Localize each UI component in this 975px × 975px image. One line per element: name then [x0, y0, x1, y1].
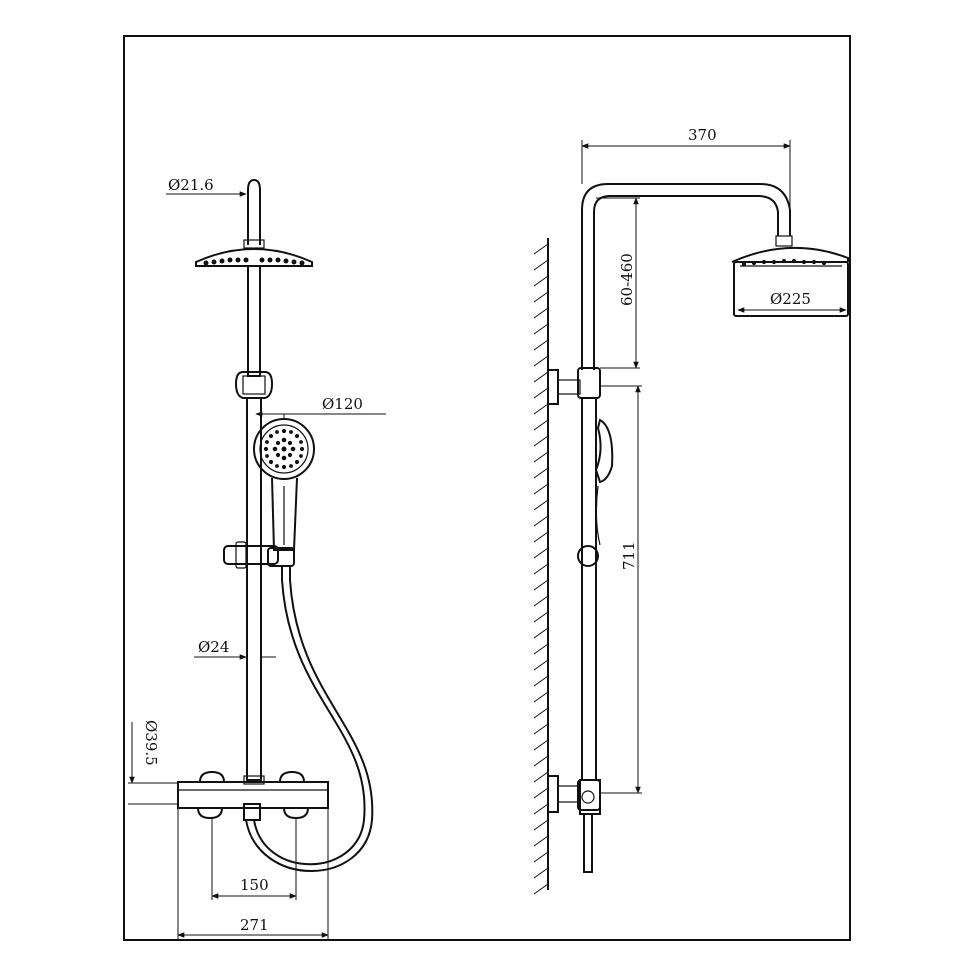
- hatch-line: [533, 675, 549, 687]
- dim-handshower-diameter: Ø120: [322, 395, 363, 413]
- hand-shower-handle: [271, 477, 298, 551]
- hatch-line: [533, 499, 549, 511]
- riser-clamp: [234, 371, 274, 399]
- hatch-line: [533, 547, 549, 559]
- hatch-line: [533, 803, 549, 815]
- hatch-line: [533, 419, 549, 431]
- hatch-line: [533, 611, 549, 623]
- hatch-line: [533, 643, 549, 655]
- hatch-line: [533, 867, 549, 879]
- hatch-line: [533, 835, 549, 847]
- side-hand-shower: [594, 418, 614, 484]
- hatch-line: [533, 339, 549, 351]
- hatch-line: [533, 691, 549, 703]
- shower-arm: [247, 178, 261, 245]
- hatch-line: [533, 371, 549, 383]
- hatch-line: [533, 883, 549, 895]
- hatch-line: [533, 451, 549, 463]
- top-wall-bracket: [547, 369, 559, 405]
- hatch-line: [533, 531, 549, 543]
- hatch-line: [533, 659, 549, 671]
- hatch-line: [533, 435, 549, 447]
- hatch-line: [533, 403, 549, 415]
- hatch-line: [533, 563, 549, 575]
- front-view: Ø21.6 Ø120 Ø24 Ø39.5 150 271: [128, 176, 386, 940]
- hatch-line: [533, 259, 549, 271]
- hatch-line: [533, 819, 549, 831]
- wall-hatching: [533, 243, 549, 895]
- slide-holder: [223, 541, 295, 569]
- hatch-line: [533, 627, 549, 639]
- bottom-wall-bracket: [547, 775, 559, 813]
- hatch-line: [533, 323, 549, 335]
- side-view: 370 60-460 Ø225 711: [533, 126, 849, 895]
- dim-height-adjust: 60-460: [618, 253, 636, 306]
- hatch-line: [533, 307, 549, 319]
- dim-center-distance: 150: [240, 876, 269, 894]
- hatch-line: [533, 723, 549, 735]
- upper-riser: [247, 265, 261, 377]
- hatch-line: [533, 355, 549, 367]
- hatch-line: [533, 291, 549, 303]
- hatch-line: [533, 275, 549, 287]
- hatch-line: [533, 467, 549, 479]
- hatch-line: [533, 755, 549, 767]
- dim-head-diameter: Ø225: [770, 290, 811, 308]
- hatch-line: [533, 771, 549, 783]
- side-valve: [579, 779, 601, 815]
- hatch-line: [533, 243, 549, 255]
- hatch-line: [533, 483, 549, 495]
- side-slider: [577, 545, 599, 567]
- hand-shower: [253, 418, 315, 551]
- drawing-frame: [123, 35, 851, 941]
- hatch-line: [533, 787, 549, 799]
- hatch-line: [533, 707, 549, 719]
- dim-arm-diameter: Ø21.6: [168, 176, 214, 194]
- dim-riser-length: 711: [620, 541, 638, 570]
- dim-riser-diameter: Ø24: [198, 638, 229, 656]
- dim-valve-diameter: Ø39.5: [142, 720, 160, 766]
- hatch-line: [533, 595, 549, 607]
- overhead-shower-head: [195, 248, 313, 267]
- side-lower-riser: [581, 397, 597, 781]
- dim-arm-projection: 370: [688, 126, 717, 144]
- shower-hose: [253, 566, 366, 866]
- hatch-line: [533, 387, 549, 399]
- side-riser-curved: [581, 183, 791, 370]
- hatch-line: [533, 515, 549, 527]
- side-shower-head: [731, 247, 849, 317]
- hatch-line: [533, 579, 549, 591]
- hatch-line: [533, 739, 549, 751]
- hatch-line: [533, 851, 549, 863]
- dim-valve-length: 271: [240, 916, 269, 934]
- main-riser: [246, 397, 262, 781]
